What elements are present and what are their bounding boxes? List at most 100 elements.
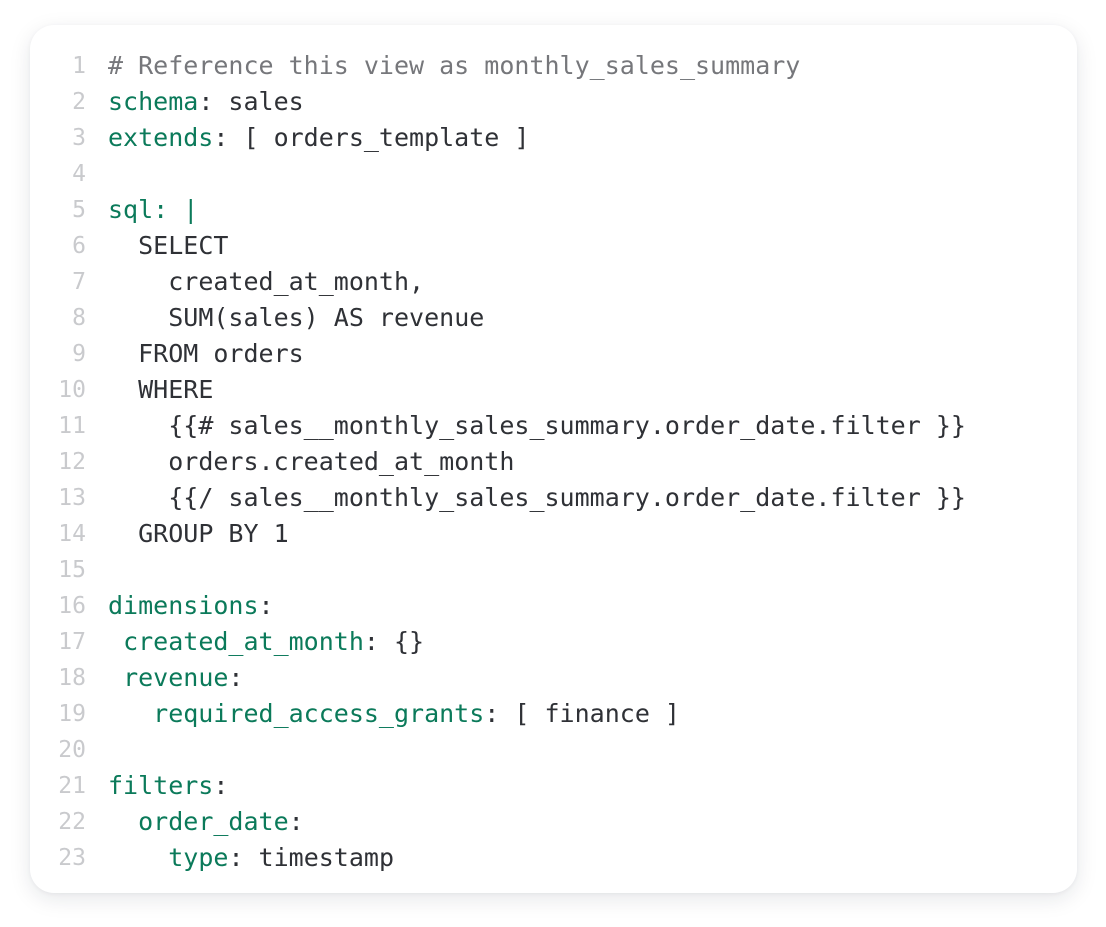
yaml-key: revenue [123, 663, 229, 692]
line-content: SUM(sales) AS revenue [108, 300, 1077, 336]
separator: : [198, 87, 229, 116]
line-content: FROM orders [108, 336, 1077, 372]
separator: : [484, 699, 515, 728]
line-number: 18 [58, 665, 86, 691]
yaml-key: extends [108, 123, 214, 152]
code-line: 7 created_at_month, [30, 264, 1077, 300]
code-line: 2 schema: sales [30, 84, 1077, 120]
line-number: 16 [58, 593, 86, 619]
line-content: schema: sales [108, 84, 1077, 120]
code-line: 19 required_access_grants: [ finance ] [30, 696, 1077, 732]
value-text: SELECT [138, 231, 229, 260]
value-text: GROUP BY 1 [138, 519, 289, 548]
line-content: sql: | [108, 192, 1077, 228]
line-number: 12 [58, 449, 86, 475]
line-number: 17 [58, 629, 86, 655]
code-card: 1 # Reference this view as monthly_sales_… [30, 25, 1077, 893]
yaml-key: order_date [138, 807, 289, 836]
line-content: GROUP BY 1 [108, 516, 1077, 552]
code-line: 18 revenue: [30, 660, 1077, 696]
line-number: 8 [72, 305, 86, 331]
separator: : [288, 807, 304, 836]
code-line: 9 FROM orders [30, 336, 1077, 372]
line-number: 20 [58, 737, 86, 763]
line-content: {{# sales__monthly_sales_summary.order_d… [108, 408, 1077, 444]
code-line: 20 [30, 732, 1077, 768]
line-content: {{/ sales__monthly_sales_summary.order_d… [108, 480, 1077, 516]
code-line: 21 filters: [30, 768, 1077, 804]
line-number: 9 [72, 341, 86, 367]
code-line: 13 {{/ sales__monthly_sales_summary.orde… [30, 480, 1077, 516]
line-content: dimensions: [108, 588, 1077, 624]
line-content: type: timestamp [108, 840, 1077, 876]
yaml-key: sql: | [108, 195, 199, 224]
code-line: 23 type: timestamp [30, 840, 1077, 876]
line-number: 21 [58, 773, 86, 799]
line-content: required_access_grants: [ finance ] [108, 696, 1077, 732]
code-editor[interactable]: 1 # Reference this view as monthly_sales_… [30, 48, 1077, 876]
yaml-key: required_access_grants [153, 699, 485, 728]
code-line: 5 sql: | [30, 192, 1077, 228]
line-content: created_at_month, [108, 264, 1077, 300]
line-content: revenue: [108, 660, 1077, 696]
value-text: {{# sales__monthly_sales_summary.order_d… [168, 411, 966, 440]
value-text: WHERE [138, 375, 214, 404]
code-line: 8 SUM(sales) AS revenue [30, 300, 1077, 336]
code-line: 14 GROUP BY 1 [30, 516, 1077, 552]
comment-text: # Reference this view as monthly_sales_s… [108, 51, 801, 80]
line-number: 2 [72, 89, 86, 115]
line-content: WHERE [108, 372, 1077, 408]
line-number: 7 [72, 269, 86, 295]
line-number: 15 [58, 557, 86, 583]
line-number: 14 [58, 521, 86, 547]
line-number: 19 [58, 701, 86, 727]
line-number: 11 [58, 413, 86, 439]
line-content: # Reference this view as monthly_sales_s… [108, 48, 1077, 84]
line-number: 4 [72, 161, 86, 187]
value-text: [ finance ] [514, 699, 680, 728]
yaml-key: type [168, 843, 229, 872]
line-number: 1 [72, 53, 86, 79]
code-line: 10 WHERE [30, 372, 1077, 408]
line-content: extends: [ orders_template ] [108, 120, 1077, 156]
separator: : [228, 663, 244, 692]
separator: : [213, 123, 244, 152]
line-number: 3 [72, 125, 86, 151]
line-number: 13 [58, 485, 86, 511]
line-content [108, 552, 1077, 588]
line-content: order_date: [108, 804, 1077, 840]
line-content: created_at_month: {} [108, 624, 1077, 660]
line-number: 5 [72, 197, 86, 223]
value-text: orders.created_at_month [168, 447, 515, 476]
code-line: 3 extends: [ orders_template ] [30, 120, 1077, 156]
code-line: 17 created_at_month: {} [30, 624, 1077, 660]
line-content [108, 732, 1077, 768]
value-text: SUM(sales) AS revenue [168, 303, 485, 332]
yaml-key: dimensions [108, 591, 259, 620]
value-text: {} [394, 627, 425, 656]
line-number: 10 [58, 377, 86, 403]
code-line: 6 SELECT [30, 228, 1077, 264]
yaml-key: filters [108, 771, 214, 800]
separator: : [363, 627, 394, 656]
line-content [108, 156, 1077, 192]
code-line: 15 [30, 552, 1077, 588]
line-number: 6 [72, 233, 86, 259]
line-number: 22 [58, 809, 86, 835]
line-content: orders.created_at_month [108, 444, 1077, 480]
line-content: filters: [108, 768, 1077, 804]
value-text: sales [228, 87, 304, 116]
code-line: 16 dimensions: [30, 588, 1077, 624]
value-text: FROM orders [138, 339, 304, 368]
code-line: 1 # Reference this view as monthly_sales_… [30, 48, 1077, 84]
value-text: created_at_month, [168, 267, 425, 296]
code-line: 4 [30, 156, 1077, 192]
yaml-key: schema [108, 87, 199, 116]
value-text: {{/ sales__monthly_sales_summary.order_d… [168, 483, 966, 512]
value-text: [ orders_template ] [243, 123, 530, 152]
code-line: 12 orders.created_at_month [30, 444, 1077, 480]
yaml-key: created_at_month [123, 627, 364, 656]
line-number: 23 [58, 845, 86, 871]
separator: : [228, 843, 259, 872]
value-text: timestamp [258, 843, 395, 872]
